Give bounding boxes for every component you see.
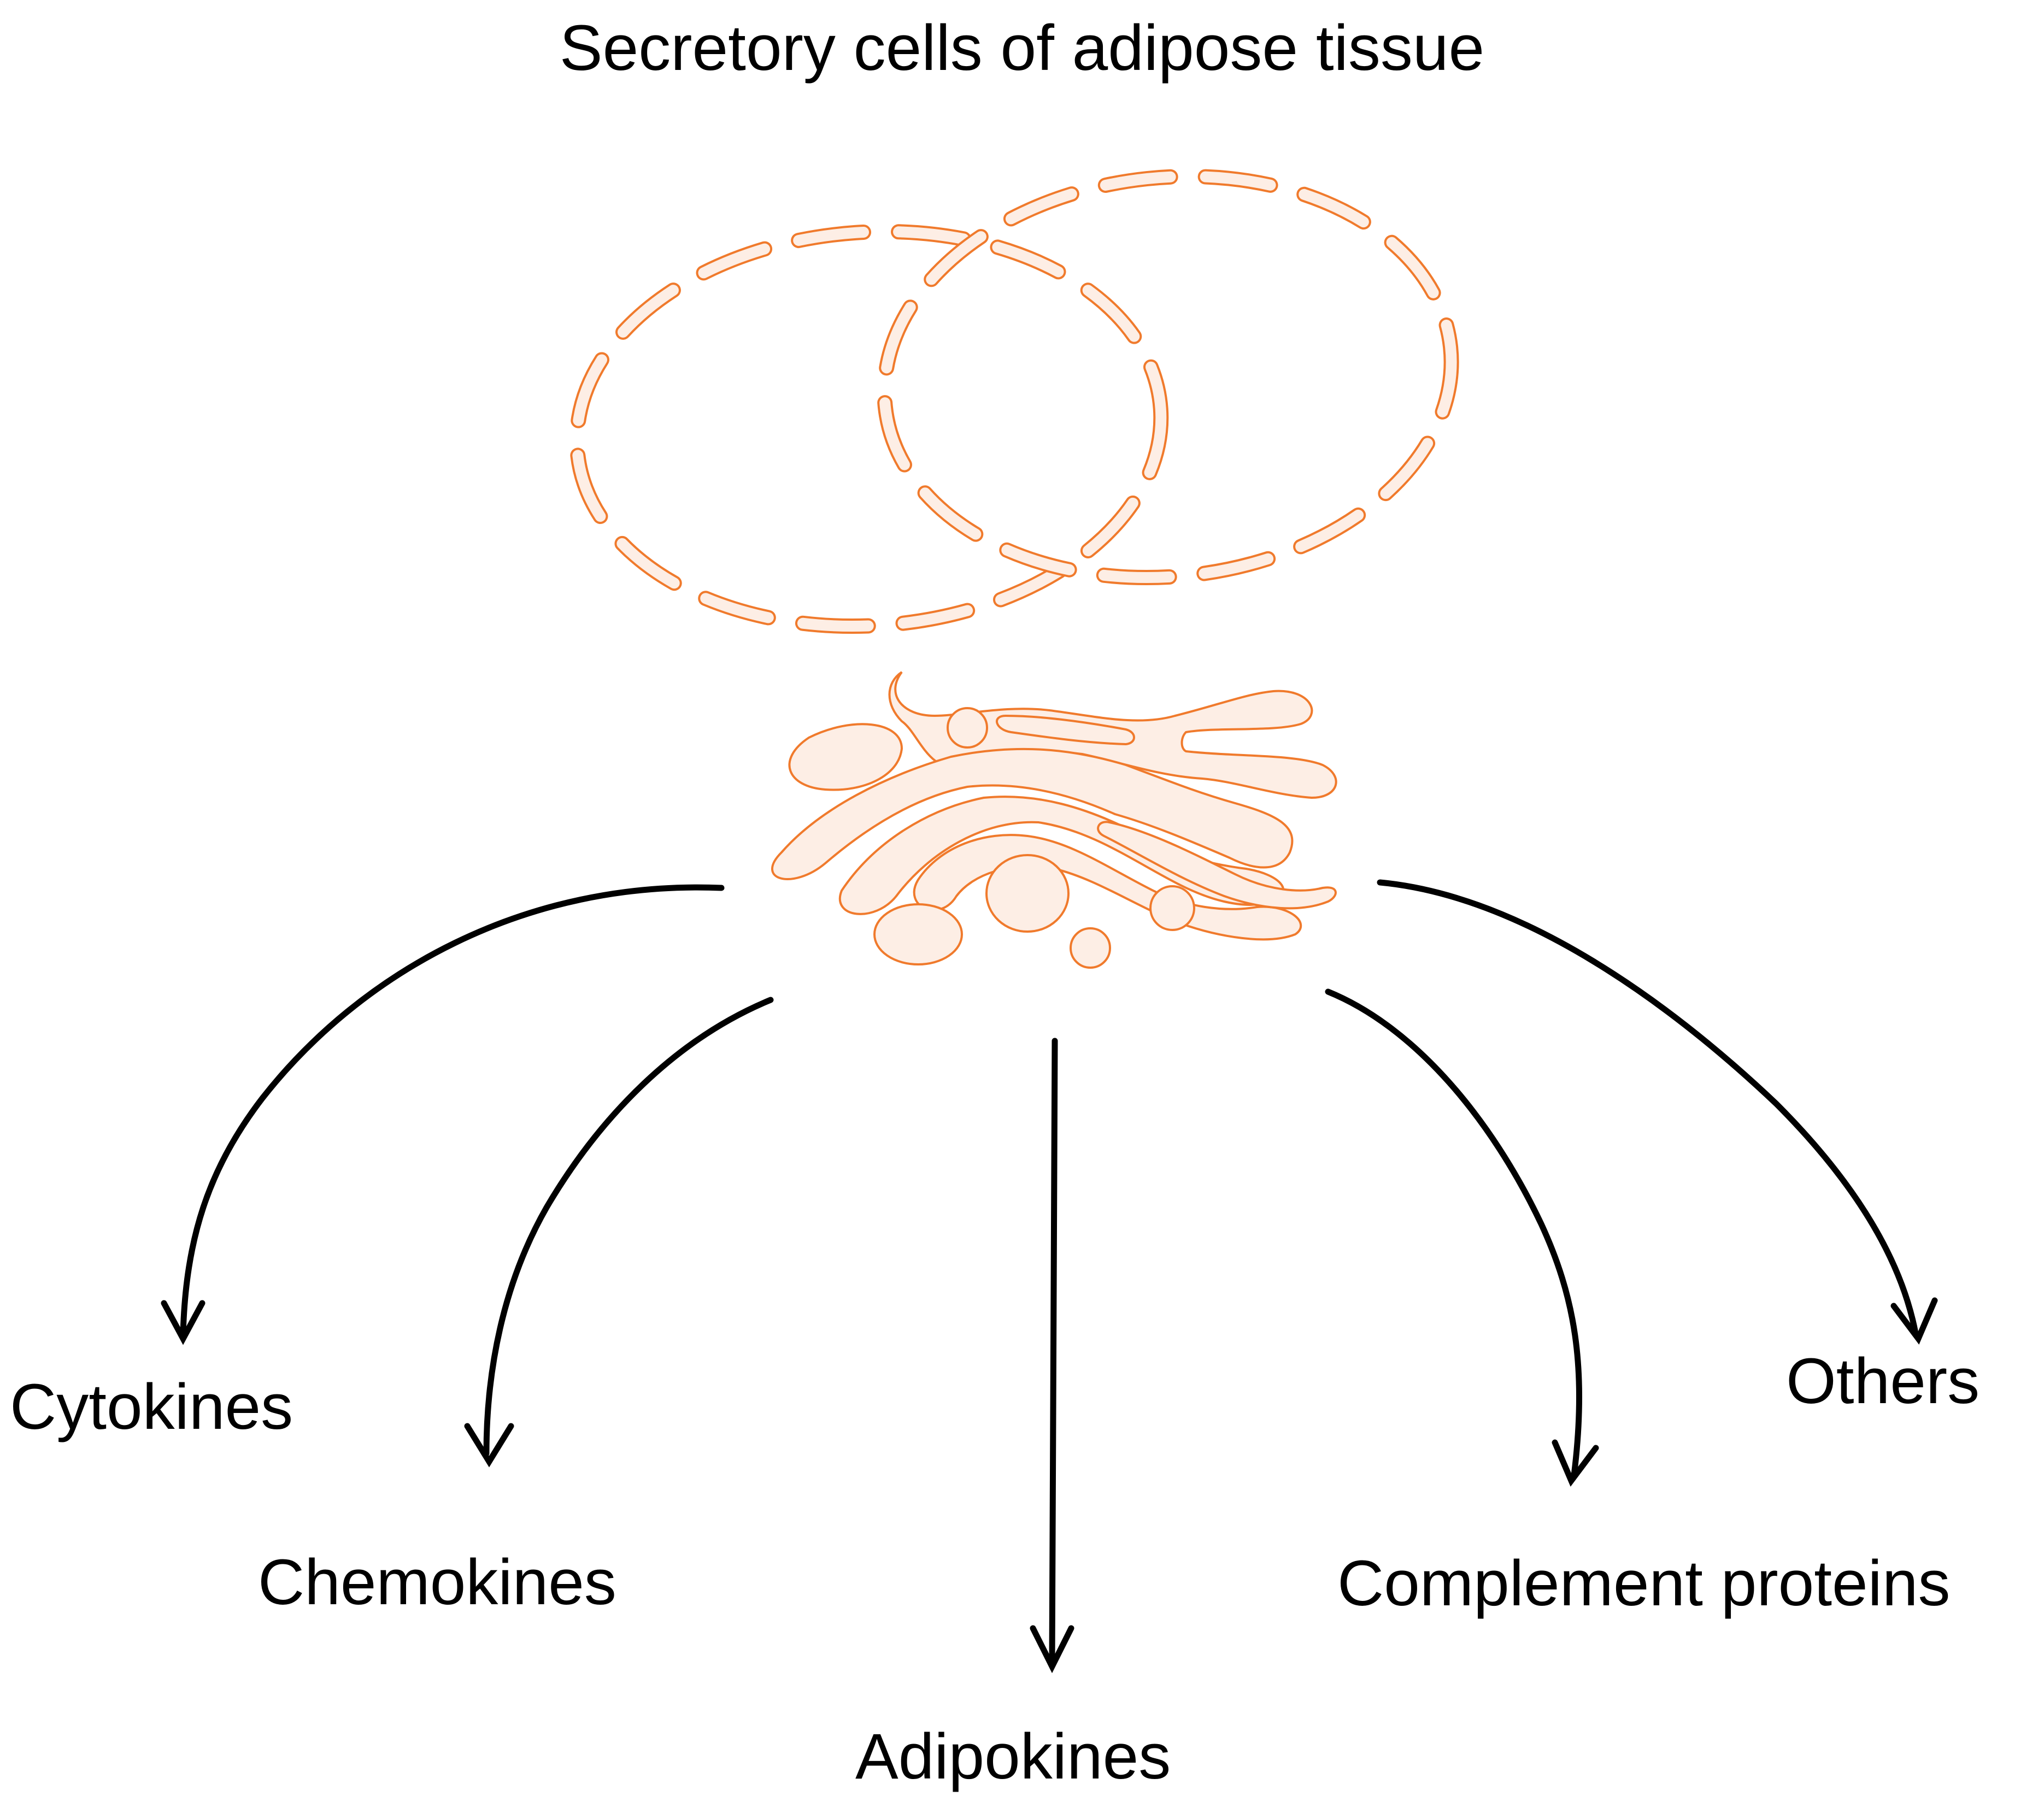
label-complement-proteins: Complement proteins bbox=[1337, 1547, 1951, 1620]
golgi-apparatus bbox=[771, 671, 1337, 969]
arrow-to-adipokines bbox=[1030, 1038, 1074, 1674]
dashed-vesicle-rings bbox=[569, 168, 1459, 634]
vesicle-small-top bbox=[947, 707, 988, 749]
arrow-to-complement-proteins bbox=[1325, 988, 1599, 1487]
golgi-middle-cisterna bbox=[771, 747, 1294, 880]
label-adipokines: Adipokines bbox=[855, 1721, 1171, 1793]
secretion-arrows bbox=[161, 879, 1938, 1674]
output-labels: Cytokines Chemokines Adipokines Compleme… bbox=[10, 1345, 1980, 1793]
arrow-to-chemokines bbox=[464, 997, 774, 1468]
vesicle-large-left bbox=[873, 903, 963, 965]
arrow-to-cytokines bbox=[161, 884, 725, 1345]
golgi-bottom-cisterna bbox=[1097, 821, 1337, 910]
label-chemokines: Chemokines bbox=[258, 1546, 616, 1618]
vesicle-small-right bbox=[1149, 885, 1195, 931]
vesicle-large-center bbox=[985, 854, 1070, 933]
vesicle-small-bottom bbox=[1070, 927, 1111, 969]
diagram-title: Secretory cells of adipose tissue bbox=[560, 12, 1484, 84]
left-dashed-ring bbox=[569, 223, 1169, 634]
label-others: Others bbox=[1786, 1345, 1980, 1417]
golgi-left-blob bbox=[788, 723, 903, 791]
label-cytokines: Cytokines bbox=[10, 1371, 293, 1443]
right-dashed-ring bbox=[877, 168, 1459, 586]
golgi-second-cisterna bbox=[996, 714, 1135, 746]
arrow-to-others bbox=[1377, 879, 1938, 1345]
